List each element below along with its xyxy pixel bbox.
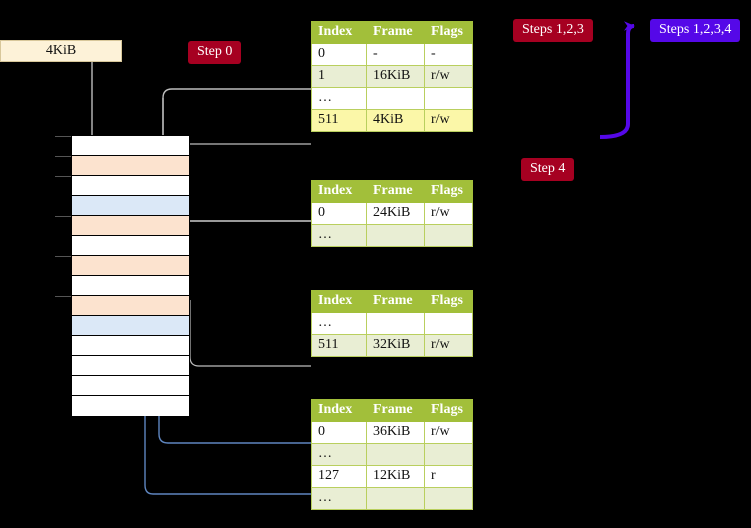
memory-frame-row [72, 336, 189, 356]
memory-frame-tick [55, 176, 71, 177]
table-cell-flags [424, 487, 473, 510]
table-cell-flags [424, 87, 473, 110]
memory-frame-tick [55, 136, 71, 137]
connector-pdp-to-memory [168, 220, 311, 256]
column-header-index: Index [311, 290, 367, 313]
table-cell-index: 0 [311, 202, 367, 225]
memory-frame-row [72, 236, 189, 256]
connector-steps-1234-arrow [599, 21, 635, 139]
memory-frame-row [72, 156, 189, 176]
table-row: … [311, 224, 473, 247]
physical-memory-column [55, 135, 190, 416]
table-cell-flags [424, 443, 473, 466]
column-header-frame: Frame [366, 21, 425, 44]
table-cell-frame [366, 443, 425, 466]
table-row: … [311, 443, 473, 466]
column-header-frame: Frame [366, 290, 425, 313]
memory-frame-row [72, 276, 189, 296]
memory-frame-row [72, 316, 189, 336]
memory-frame-tick [55, 256, 71, 257]
column-header-index: Index [311, 21, 367, 44]
virtual-address-label: 4KiB [45, 43, 77, 58]
table-cell-index: 0 [311, 43, 367, 66]
column-header-flags: Flags [424, 290, 473, 313]
column-header-flags: Flags [424, 180, 473, 203]
column-header-index: Index [311, 399, 367, 422]
table-cell-index: 127 [311, 465, 367, 488]
badge-step-0: Step 0 [188, 41, 242, 64]
table-cell-flags: r [424, 465, 473, 488]
table-cell-index: 1 [311, 65, 367, 88]
column-header-frame: Frame [366, 180, 425, 203]
table-cell-flags: - [424, 43, 473, 66]
memory-frame-row [72, 256, 189, 276]
table-cell-frame: 36KiB [366, 421, 425, 444]
table-cell-frame: 12KiB [366, 465, 425, 488]
table-cell-frame: 4KiB [366, 109, 425, 132]
table-cell-flags [424, 224, 473, 247]
table-cell-index: … [311, 312, 367, 335]
table-cell-frame: - [366, 43, 425, 66]
table-cell-index: … [311, 443, 367, 466]
memory-frame-row [72, 176, 189, 196]
table-cell-index: … [311, 224, 367, 247]
badge-steps-1234: Steps 1,2,3,4 [650, 19, 741, 42]
table-cell-flags: r/w [424, 334, 473, 357]
memory-frame-row [72, 196, 189, 216]
table-row: 0-- [311, 43, 473, 66]
table-cell-flags: r/w [424, 202, 473, 225]
table-row: … [311, 87, 473, 110]
table-cell-flags: r/w [424, 109, 473, 132]
virtual-address-box: 4KiB [0, 40, 122, 62]
memory-frame-row [72, 356, 189, 376]
table-cell-frame [366, 312, 425, 335]
memory-frame-tick [55, 216, 71, 217]
memory-frame-row [72, 216, 189, 236]
column-header-index: Index [311, 180, 367, 203]
badge-steps-123: Steps 1,2,3 [513, 19, 593, 42]
connector-pd-to-memory [189, 300, 311, 367]
column-header-flags: Flags [424, 21, 473, 44]
column-header-frame: Frame [366, 399, 425, 422]
table-cell-flags: r/w [424, 421, 473, 444]
table-cell-index: … [311, 87, 367, 110]
table-cell-index: 511 [311, 109, 367, 132]
table-cell-frame [366, 87, 425, 110]
table-cell-frame: 24KiB [366, 202, 425, 225]
table-cell-frame: 16KiB [366, 65, 425, 88]
memory-frame-tick [55, 296, 71, 297]
table-cell-frame: 32KiB [366, 334, 425, 357]
table-row: … [311, 312, 473, 335]
table-cell-frame [366, 224, 425, 247]
memory-frame-tick [55, 156, 71, 157]
memory-frame-row [72, 376, 189, 396]
table-cell-index: 0 [311, 421, 367, 444]
table-cell-flags: r/w [424, 65, 473, 88]
memory-frame-row [72, 396, 189, 416]
table-cell-index: … [311, 487, 367, 510]
memory-frame-row [72, 296, 189, 316]
badge-step-4: Step 4 [521, 158, 575, 181]
table-cell-frame [366, 487, 425, 510]
column-header-flags: Flags [424, 399, 473, 422]
table-cell-flags [424, 312, 473, 335]
memory-frame-row [72, 136, 189, 156]
table-row: … [311, 487, 473, 510]
table-cell-index: 511 [311, 334, 367, 357]
